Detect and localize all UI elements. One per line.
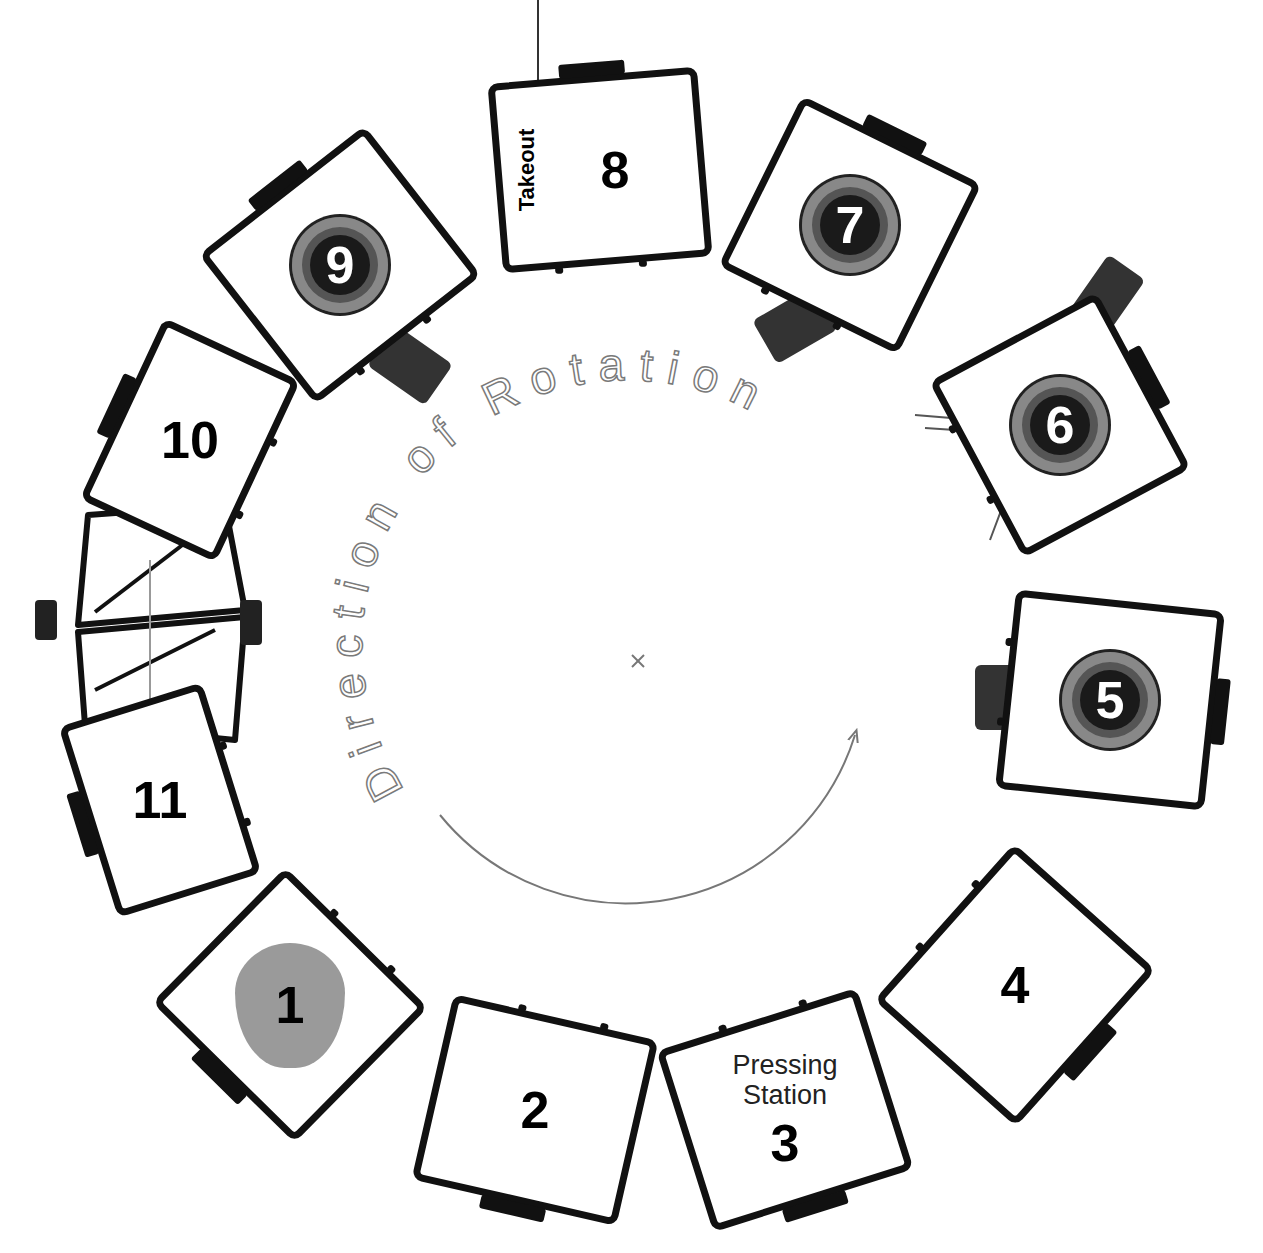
station-content: 6: [967, 337, 1153, 513]
station-label: Pressing Station: [720, 1051, 850, 1110]
station-box: 4: [874, 843, 1156, 1126]
mounting-tab: [96, 373, 137, 439]
station-number: 9: [326, 239, 355, 291]
edge-nub: [760, 286, 770, 296]
mounting-tab: [1127, 345, 1171, 410]
mounting-tab: [248, 160, 309, 212]
station-number: 3: [771, 1117, 800, 1169]
edge-nub: [329, 908, 340, 919]
station-content: 10: [97, 372, 283, 508]
station-number: 8: [601, 144, 630, 196]
edge-nub: [948, 424, 958, 434]
station-content: 9: [242, 177, 438, 353]
station-box: Pressing Station 3: [656, 988, 913, 1232]
station-label: Takeout: [514, 127, 540, 214]
edge-nub: [355, 366, 366, 376]
edge-nub: [970, 879, 981, 890]
mounting-tab: [66, 791, 99, 858]
edge-nub: [600, 1023, 609, 1032]
mounting-tab: [1063, 1023, 1117, 1082]
edge-nub: [914, 941, 925, 952]
mounting-tab: [191, 1049, 248, 1105]
station-number: 2: [521, 1084, 550, 1136]
station-content: Takeout 8: [502, 82, 698, 258]
edge-nub: [219, 741, 228, 751]
edge-nub: [555, 266, 564, 274]
edge-nub: [518, 1004, 527, 1013]
station-content: 7: [757, 137, 943, 313]
station-content: 2: [437, 1022, 633, 1198]
mounting-tab: [1210, 678, 1231, 745]
edge-nub: [639, 259, 648, 267]
edge-nub: [386, 964, 397, 975]
station-box: 10: [80, 318, 301, 563]
station-box: 5: [995, 589, 1225, 810]
mounting-tab: [479, 1194, 546, 1222]
station-number: 1: [276, 979, 305, 1031]
station-number: 6: [1046, 399, 1075, 451]
edge-nub: [235, 510, 245, 520]
mounting-tab: [862, 114, 927, 156]
mounting-tab: [558, 60, 625, 79]
station-content: Pressing Station 3: [687, 1022, 883, 1198]
station-number: 7: [836, 199, 865, 251]
center-mark: [632, 655, 644, 667]
edge-nub: [986, 494, 996, 504]
edge-nub: [268, 437, 278, 447]
mounting-tab: [782, 1190, 849, 1223]
edge-nub: [997, 717, 1005, 726]
station-content: 11: [67, 732, 253, 868]
station-number: 11: [133, 774, 188, 826]
edge-nub: [718, 1024, 728, 1033]
station-box: 7: [718, 96, 981, 355]
edge-nub: [422, 314, 433, 324]
rotation-label: Direction of Rotation: [320, 338, 782, 810]
station-number: 4: [1001, 959, 1030, 1011]
edge-nub: [832, 321, 842, 331]
station-number: 5: [1096, 674, 1125, 726]
station-box: 6: [929, 292, 1191, 558]
rotation-arrow: [440, 735, 855, 903]
station-box: 1: [152, 867, 428, 1143]
station-box: 11: [59, 682, 262, 918]
edge-nub: [798, 999, 808, 1008]
edge-nub: [1005, 638, 1013, 647]
station-content: 1: [197, 917, 383, 1093]
station-content: 4: [917, 897, 1113, 1073]
edge-nub: [243, 817, 252, 827]
station-content: 5: [1017, 602, 1203, 798]
station-number: 10: [161, 414, 219, 466]
station-box: Takeout 8: [487, 67, 712, 274]
station-box: 2: [411, 994, 658, 1226]
